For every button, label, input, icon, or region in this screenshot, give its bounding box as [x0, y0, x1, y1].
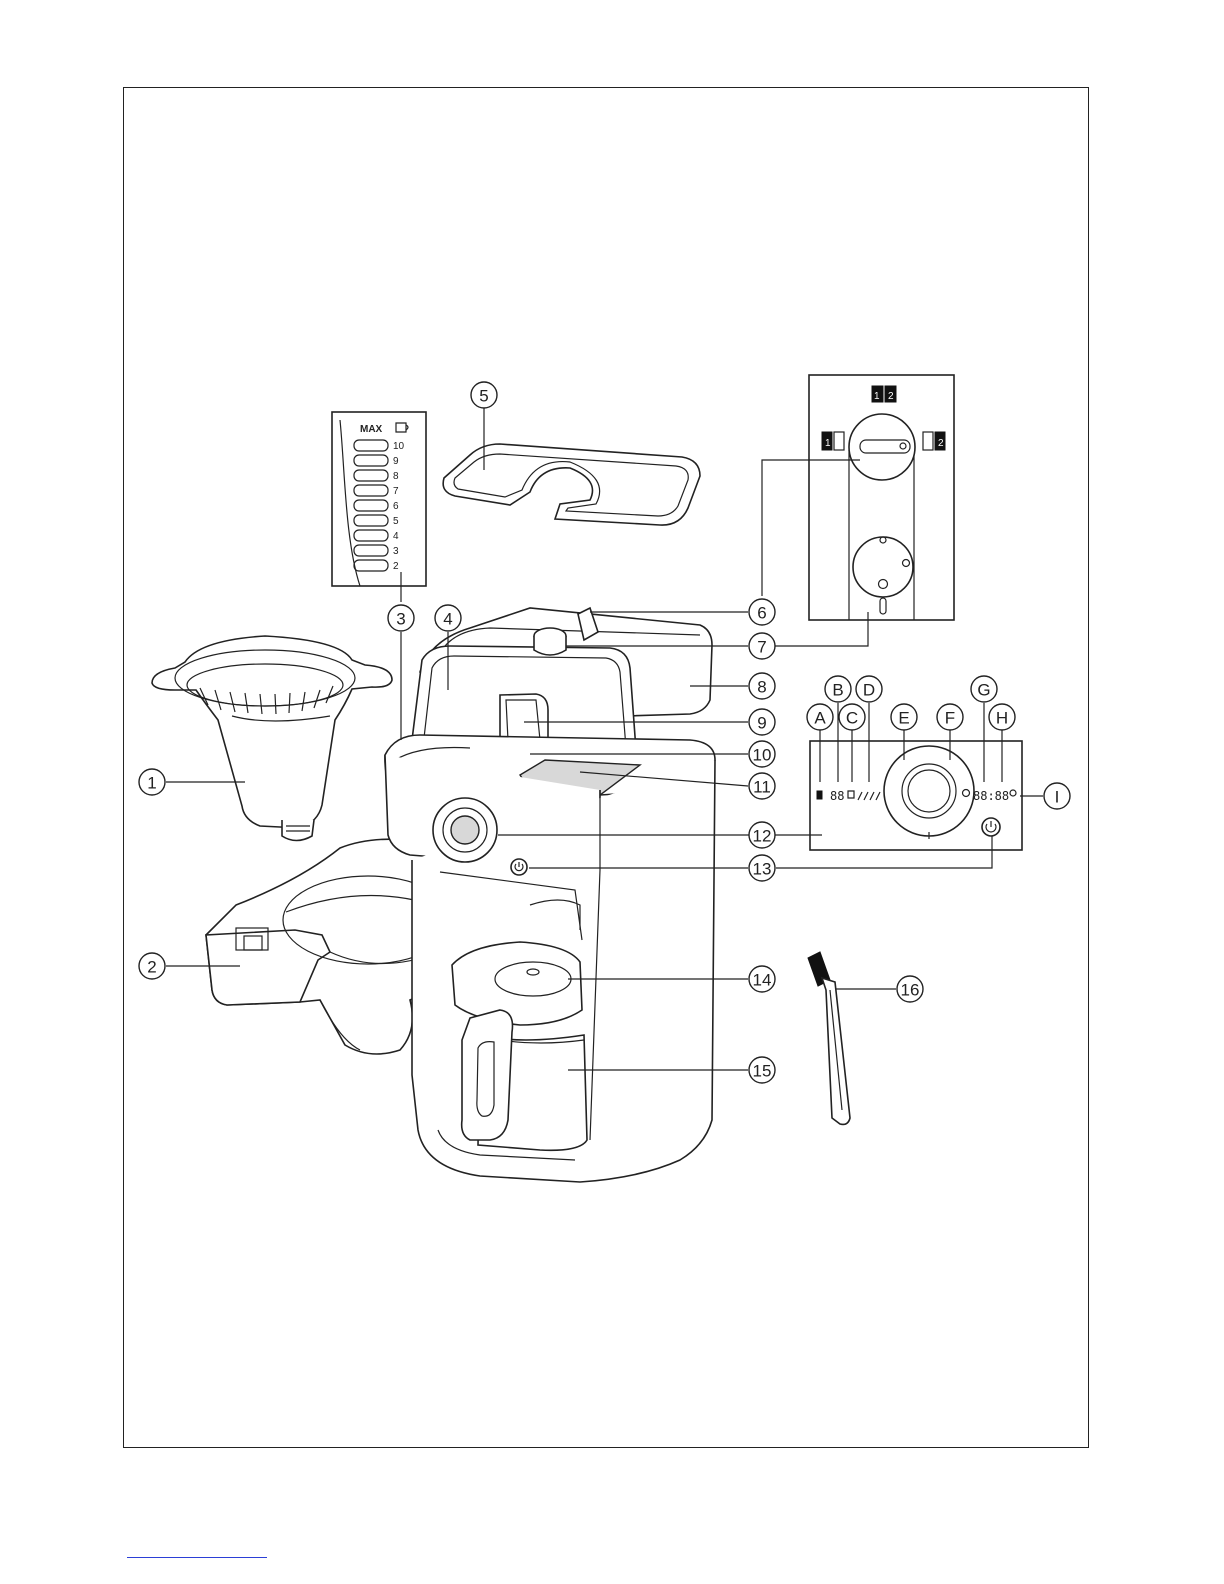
svg-text:14: 14: [753, 971, 772, 990]
callout-D: D: [856, 676, 882, 702]
svg-text:I: I: [1055, 788, 1060, 807]
callout-B: B: [825, 676, 851, 702]
display-dial-ring[interactable]: [884, 746, 974, 836]
callout-C: C: [839, 704, 865, 730]
svg-text:4: 4: [443, 610, 452, 629]
callout-G: G: [971, 676, 997, 702]
svg-text:B: B: [832, 681, 843, 700]
callout-15: 15: [749, 1057, 775, 1083]
svg-text:1: 1: [147, 774, 156, 793]
gauge-level-label: 4: [393, 531, 399, 542]
callout-5: 5: [471, 382, 497, 408]
svg-text:9: 9: [757, 714, 766, 733]
callout-I: I: [1044, 783, 1070, 809]
callout-6: 6: [749, 599, 775, 625]
svg-text:5: 5: [479, 387, 488, 406]
gauge-level-label: 8: [393, 471, 399, 482]
lid-seal: [443, 444, 700, 525]
callout-11: 11: [749, 773, 775, 799]
svg-text:A: A: [814, 709, 826, 728]
callout-F: F: [937, 704, 963, 730]
selector-right-number: 2: [938, 438, 944, 449]
gauge-level-label: 5: [393, 516, 399, 527]
callout-3: 3: [388, 605, 414, 631]
callout-2: 2: [139, 953, 165, 979]
svg-text:D: D: [863, 681, 875, 700]
callout-16: 16: [897, 976, 923, 1002]
water-level-gauge-inset: MAX 10 9 8 7 6 5 4 3 2: [332, 412, 426, 586]
svg-text:2: 2: [147, 958, 156, 977]
svg-text:13: 13: [753, 860, 772, 879]
cups-digits: 88: [830, 789, 844, 803]
svg-text:F: F: [945, 709, 955, 728]
filter-holder: [152, 636, 392, 841]
svg-text:12: 12: [753, 827, 772, 846]
svg-text:7: 7: [757, 638, 766, 657]
svg-text:11: 11: [753, 778, 771, 797]
gauge-level-label: 10: [393, 441, 405, 452]
callout-10: 10: [749, 741, 775, 767]
callout-14: 14: [749, 966, 775, 992]
gauge-level-label: 2: [393, 561, 399, 572]
callout-13: 13: [749, 855, 775, 881]
svg-text:8: 8: [757, 678, 766, 697]
gauge-max-label: MAX: [360, 424, 383, 435]
callout-A: A: [807, 704, 833, 730]
selector-top-number-left: 1: [874, 391, 880, 402]
callout-E: E: [891, 704, 917, 730]
callout-1: 1: [139, 769, 165, 795]
gauge-level-label: 7: [393, 486, 399, 497]
callout-4: 4: [435, 605, 461, 631]
svg-text:6: 6: [757, 604, 766, 623]
gauge-level-label: 6: [393, 501, 399, 512]
cleaning-brush: [808, 952, 850, 1124]
svg-text:10: 10: [753, 746, 772, 765]
svg-text:E: E: [898, 709, 909, 728]
callout-7: 7: [749, 633, 775, 659]
svg-text:15: 15: [753, 1062, 772, 1081]
selector-top-number-right: 2: [888, 391, 894, 402]
svg-text:G: G: [977, 681, 990, 700]
callout-8: 8: [749, 673, 775, 699]
grinder-icon: [817, 791, 822, 799]
clock-digits: 88:88: [973, 789, 1009, 803]
svg-text:16: 16: [901, 981, 920, 1000]
svg-text:H: H: [996, 709, 1008, 728]
grind-selector-inset: 1 2 1 2: [809, 375, 954, 620]
gauge-level-label: 9: [393, 456, 399, 467]
callout-12: 12: [749, 822, 775, 848]
gauge-level-label: 3: [393, 546, 399, 557]
selector-left-number: 1: [825, 438, 831, 449]
svg-text:3: 3: [396, 610, 405, 629]
coffee-maker-body: [385, 608, 715, 1182]
display-panel-inset: 88 88:88: [810, 741, 1022, 850]
footer-rule: [127, 1557, 267, 1558]
callout-H: H: [989, 704, 1015, 730]
callout-9: 9: [749, 709, 775, 735]
svg-text:C: C: [846, 709, 858, 728]
cups-selector-knob[interactable]: [849, 414, 915, 480]
